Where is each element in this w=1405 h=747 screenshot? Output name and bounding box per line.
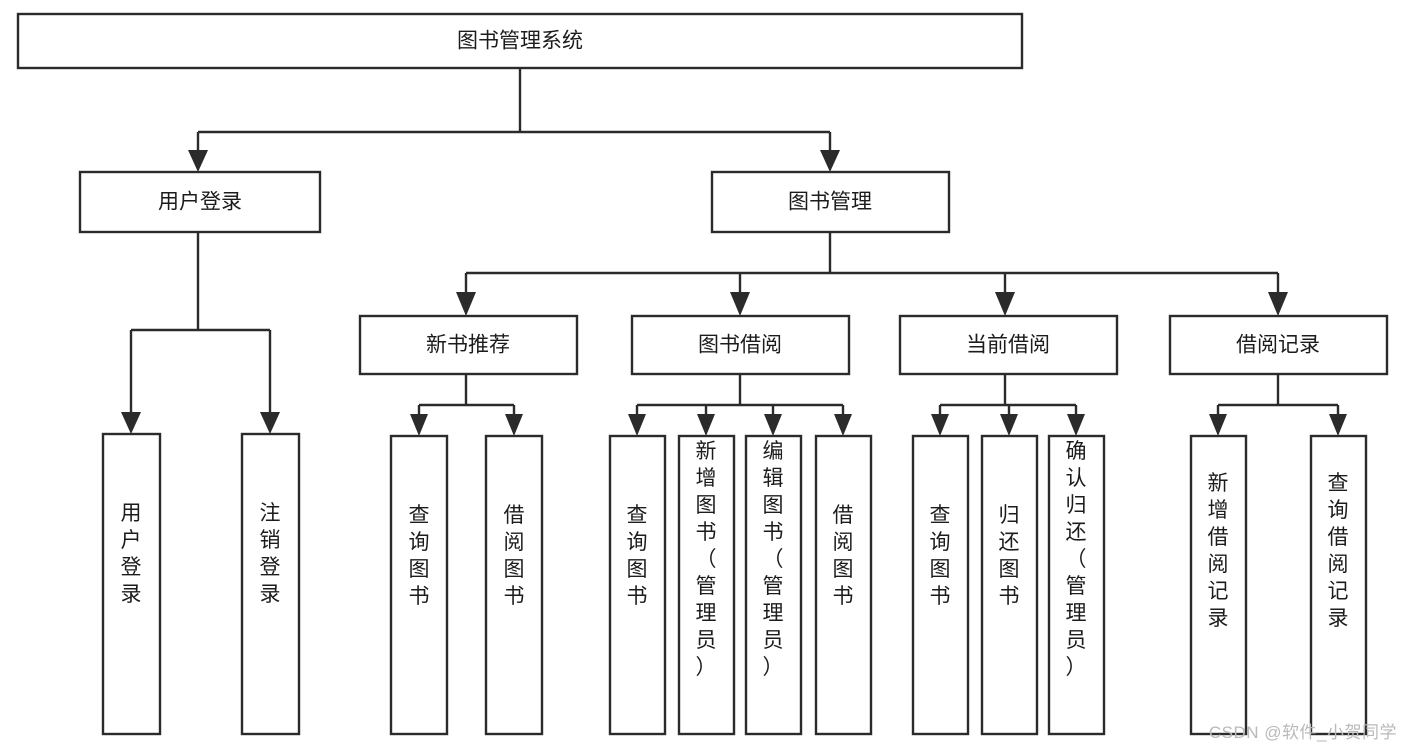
arrowhead-user-login: [188, 150, 208, 172]
arrowhead-cb-return-book: [1000, 414, 1018, 436]
leaf-bookborrow-add-label: 新增图书（管理员）: [696, 440, 717, 679]
leaf-bookborrow-query[interactable]: 查询图书: [608, 434, 667, 736]
arrowhead-leaf-logout: [260, 412, 280, 434]
leaf-bookborrow-add-box[interactable]: [677, 434, 736, 736]
node-root-system-label: 图书管理系统: [457, 30, 583, 53]
leaf-bookborrow-query-label: 查询图书: [627, 504, 648, 608]
node-user-login[interactable]: 用户登录: [78, 170, 322, 234]
leaf-record-add[interactable]: 新增借阅记录: [1189, 434, 1248, 736]
node-borrow-record-label: 借阅记录: [1236, 334, 1320, 357]
leaf-current-query-box[interactable]: [911, 434, 970, 736]
node-new-book-recommend-box[interactable]: [358, 314, 579, 376]
leaf-newbook-borrow[interactable]: 借阅图书: [484, 434, 544, 736]
node-new-book-recommend[interactable]: 新书推荐: [358, 314, 579, 376]
connector-currentborrow-to-leaves: [931, 374, 1085, 436]
arrowhead-nb-borrow-book: [505, 414, 523, 436]
leaf-record-add-label: 新增借阅记录: [1208, 472, 1229, 630]
leaf-current-confirm-return[interactable]: 确认归还（管理员）: [1047, 434, 1106, 736]
arrowhead-cb-confirm-return: [1067, 414, 1085, 436]
connector-borrowrecord-to-leaves: [1209, 374, 1347, 436]
leaf-newbook-query-label: 查询图书: [409, 504, 430, 608]
leaf-newbook-query-box[interactable]: [389, 434, 449, 736]
connector-userlogin-to-leaves: [121, 232, 280, 434]
leaf-record-query[interactable]: 查询借阅记录: [1309, 434, 1368, 736]
leaf-user-login-signout-label: 注销登录: [260, 502, 281, 606]
node-book-management-box[interactable]: [710, 170, 951, 234]
arrowhead-cb-query-book: [931, 414, 949, 436]
arrowhead-current-borrow: [995, 292, 1015, 316]
leaf-bookborrow-edit-box[interactable]: [744, 434, 803, 736]
leaf-bookborrow-borrow[interactable]: 借阅图书: [814, 434, 873, 736]
leaf-user-login-signout-box[interactable]: [240, 432, 301, 736]
node-root-system-box[interactable]: [16, 12, 1024, 70]
leaf-current-return-box[interactable]: [980, 434, 1039, 736]
arrowhead-leaf-user-login: [121, 412, 141, 434]
leaf-user-login-signin-box[interactable]: [101, 432, 162, 736]
node-book-management[interactable]: 图书管理: [710, 170, 951, 234]
leaf-bookborrow-query-box[interactable]: [608, 434, 667, 736]
leaf-user-login-signin[interactable]: 用户登录: [101, 432, 162, 736]
node-borrow-record-box[interactable]: [1168, 314, 1389, 376]
leaf-user-login-signout[interactable]: 注销登录: [240, 432, 301, 736]
node-root-system[interactable]: 图书管理系统: [16, 12, 1024, 70]
node-current-borrow[interactable]: 当前借阅: [898, 314, 1119, 376]
arrowhead-nb-query-book: [410, 414, 428, 436]
node-current-borrow-box[interactable]: [898, 314, 1119, 376]
leaf-current-confirm-return-box[interactable]: [1047, 434, 1106, 736]
leaf-record-query-box[interactable]: [1309, 434, 1368, 736]
leaf-bookborrow-borrow-label: 借阅图书: [833, 504, 854, 608]
connector-bookborrow-to-leaves: [628, 374, 852, 436]
arrowhead-br-add-record: [1209, 414, 1227, 436]
arrowhead-bb-query-book: [628, 414, 646, 436]
leaf-current-query[interactable]: 查询图书: [911, 434, 970, 736]
node-borrow-record[interactable]: 借阅记录: [1168, 314, 1389, 376]
node-current-borrow-label: 当前借阅: [966, 334, 1050, 357]
node-book-borrow-box[interactable]: [630, 314, 851, 376]
leaf-current-query-label: 查询图书: [930, 504, 951, 608]
connector-root-to-level2: [188, 68, 840, 172]
node-book-management-label: 图书管理: [788, 191, 872, 214]
arrowhead-bb-add-book: [697, 414, 715, 436]
leaf-record-add-box[interactable]: [1189, 434, 1248, 736]
node-book-borrow-label: 图书借阅: [698, 334, 782, 357]
node-user-login-box[interactable]: [78, 170, 322, 234]
node-user-login-label: 用户登录: [158, 191, 242, 214]
leaf-bookborrow-edit-label: 编辑图书（管理员）: [763, 440, 784, 679]
leaf-newbook-borrow-label: 借阅图书: [504, 504, 525, 608]
arrowhead-bb-edit-book: [764, 414, 782, 436]
leaf-bookborrow-edit[interactable]: 编辑图书（管理员）: [744, 434, 803, 736]
arrowhead-borrow-record: [1268, 292, 1288, 316]
node-book-borrow[interactable]: 图书借阅: [630, 314, 851, 376]
leaf-user-login-signin-label: 用户登录: [121, 502, 142, 606]
node-new-book-recommend-label: 新书推荐: [426, 334, 510, 357]
arrowhead-book-manage: [820, 150, 840, 172]
connector-newbook-to-leaves: [410, 374, 523, 436]
leaf-current-return-label: 归还图书: [999, 504, 1020, 608]
arrowhead-bb-borrow-book: [834, 414, 852, 436]
arrowhead-br-query-record: [1329, 414, 1347, 436]
leaf-newbook-borrow-box[interactable]: [484, 434, 544, 736]
leaf-record-query-label: 查询借阅记录: [1328, 472, 1349, 630]
arrowhead-new-book: [456, 292, 476, 316]
leaf-bookborrow-borrow-box[interactable]: [814, 434, 873, 736]
leaf-current-return[interactable]: 归还图书: [980, 434, 1039, 736]
leaf-bookborrow-add[interactable]: 新增图书（管理员）: [677, 434, 736, 736]
leaf-newbook-query[interactable]: 查询图书: [389, 434, 449, 736]
arrowhead-book-borrow: [730, 292, 750, 316]
leaf-current-confirm-return-label: 确认归还（管理员）: [1066, 440, 1087, 679]
connector-bookmanage-to-level3: [456, 232, 1288, 316]
